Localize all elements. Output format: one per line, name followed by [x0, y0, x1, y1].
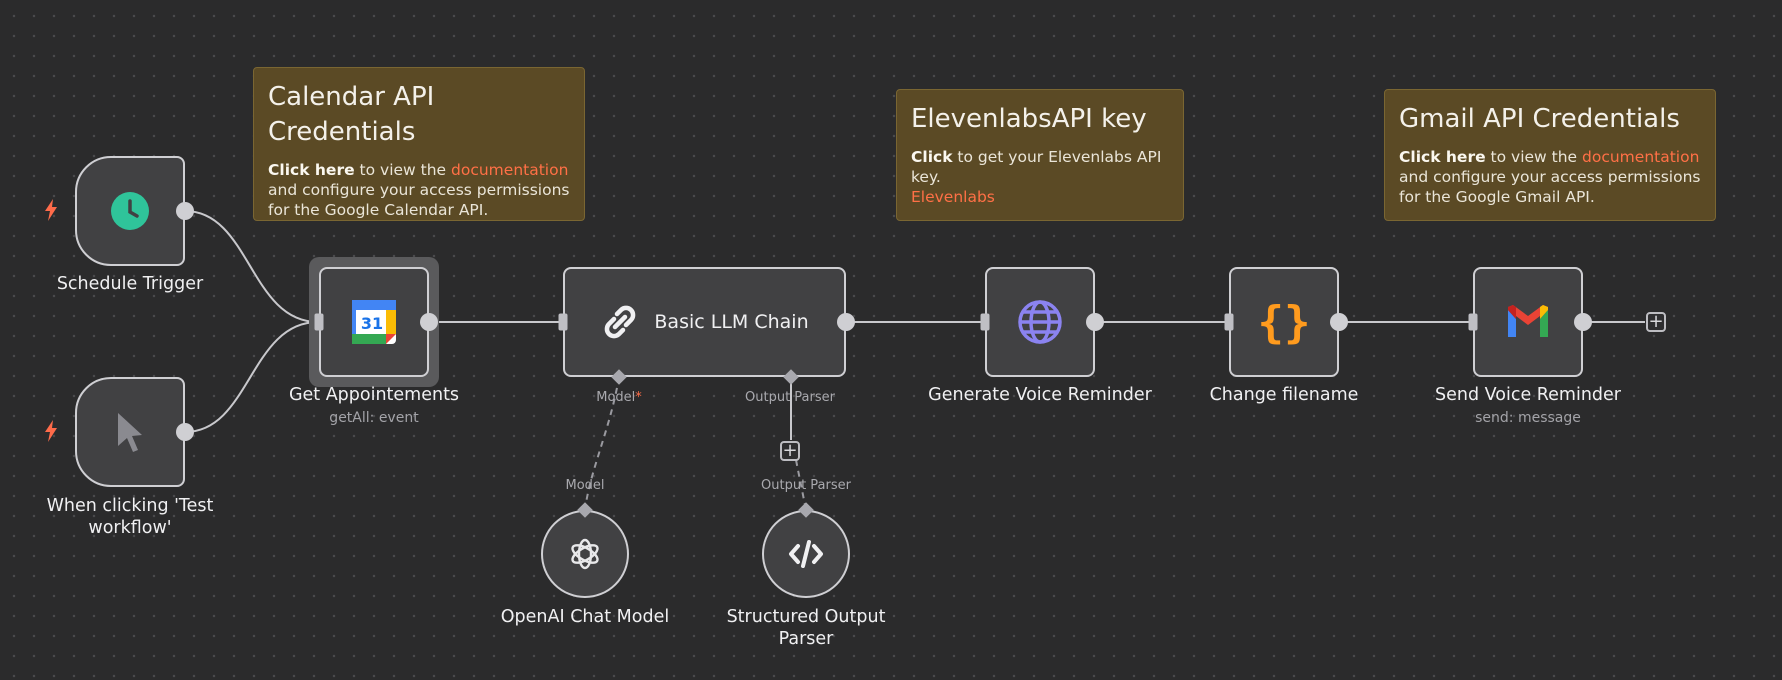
node-send-voice-reminder[interactable]	[1473, 267, 1583, 377]
sticky-text: and configure your access permissions fo…	[268, 181, 570, 219]
cursor-icon	[118, 413, 142, 452]
required-mark: *	[635, 390, 642, 405]
input-port[interactable]	[1468, 313, 1478, 331]
node-title: Basic LLM Chain	[654, 311, 809, 333]
clock-icon	[111, 192, 149, 230]
node-sublabel: send: message	[1475, 410, 1581, 426]
add-node-button[interactable]: +	[1646, 312, 1666, 332]
output-port[interactable]	[420, 313, 438, 331]
sticky-text: to view the	[1485, 148, 1583, 166]
node-generate-voice-reminder[interactable]	[985, 267, 1095, 377]
braces-icon: {}	[1257, 296, 1311, 348]
node-label: When clicking 'Test workflow'	[46, 496, 214, 538]
sticky-title: Gmail API Credentials	[1399, 104, 1680, 134]
node-label: Generate Voice Reminder	[928, 385, 1152, 405]
model-label-text: Model	[596, 390, 636, 405]
sticky-note-elevenlabs[interactable]: ElevenlabsAPI key Click to get your Elev…	[896, 89, 1184, 221]
input-port[interactable]	[980, 313, 990, 331]
node-structured-output-parser[interactable]	[762, 510, 850, 598]
output-port[interactable]	[1086, 313, 1104, 331]
output-port[interactable]	[176, 202, 194, 220]
node-label: Schedule Trigger	[56, 274, 204, 294]
sticky-title: ElevenlabsAPI key	[911, 104, 1147, 134]
calendar-day-text: 31	[361, 314, 383, 333]
node-label: Send Voice Reminder	[1435, 385, 1621, 405]
wire-schedule-to-calendar	[184, 210, 319, 323]
sticky-bold: Click	[911, 148, 953, 166]
node-get-appointements[interactable]: 31	[319, 267, 429, 377]
node-schedule-trigger[interactable]	[75, 156, 185, 266]
sticky-bold: Click here	[268, 161, 355, 179]
documentation-link[interactable]: documentation	[451, 161, 569, 179]
add-output-parser-button[interactable]: +	[780, 441, 800, 461]
input-port[interactable]	[314, 313, 324, 331]
sticky-text: to get your Elevenlabs API key.	[911, 148, 1162, 186]
node-sublabel: getAll: event	[329, 410, 419, 426]
node-label: Get Appointements	[288, 385, 460, 405]
openai-icon	[571, 538, 599, 570]
google-calendar-icon: 31	[352, 300, 396, 344]
model-connection-label: Model*	[596, 390, 642, 405]
sticky-bold: Click here	[1399, 148, 1486, 166]
output-parser-output-label: Output Parser	[761, 478, 851, 493]
output-port[interactable]	[176, 423, 194, 441]
model-output-label: Model	[565, 478, 605, 493]
input-port[interactable]	[558, 313, 568, 331]
node-change-filename[interactable]: {}	[1229, 267, 1339, 377]
node-manual-trigger[interactable]	[75, 377, 185, 487]
elevenlabs-link[interactable]: Elevenlabs	[911, 188, 995, 206]
sticky-text: to view the	[354, 161, 452, 179]
trigger-bolt-icon	[45, 420, 57, 442]
node-label: Change filename	[1209, 385, 1359, 405]
sticky-body: Click here to view the documentation and…	[1399, 147, 1701, 207]
node-basic-llm-chain[interactable]: Basic LLM Chain	[563, 267, 846, 377]
node-label: OpenAI Chat Model	[500, 607, 670, 627]
gmail-icon	[1508, 305, 1548, 337]
node-openai-chat-model[interactable]	[541, 510, 629, 598]
sticky-note-gmail[interactable]: Gmail API Credentials Click here to view…	[1384, 89, 1716, 221]
documentation-link[interactable]: documentation	[1582, 148, 1700, 166]
output-port[interactable]	[1574, 313, 1592, 331]
input-port[interactable]	[1224, 313, 1234, 331]
link-icon	[605, 305, 636, 339]
output-port[interactable]	[1330, 313, 1348, 331]
sticky-text: and configure your access permissions fo…	[1399, 168, 1701, 206]
node-label: Structured Output Parser	[726, 607, 886, 649]
sticky-body: Click to get your Elevenlabs API key. Ele…	[911, 147, 1169, 207]
globe-icon	[1018, 300, 1062, 344]
sticky-body: Click here to view the documentation and…	[268, 160, 570, 220]
sticky-note-calendar[interactable]: Calendar API Credentials Click here to v…	[253, 67, 585, 221]
sticky-title: Calendar API Credentials	[268, 82, 435, 147]
output-port[interactable]	[837, 313, 855, 331]
wire-manual-to-calendar	[184, 321, 319, 433]
code-icon	[789, 540, 823, 568]
output-parser-connection-label: Output Parser	[745, 390, 835, 405]
trigger-bolt-icon	[45, 199, 57, 221]
